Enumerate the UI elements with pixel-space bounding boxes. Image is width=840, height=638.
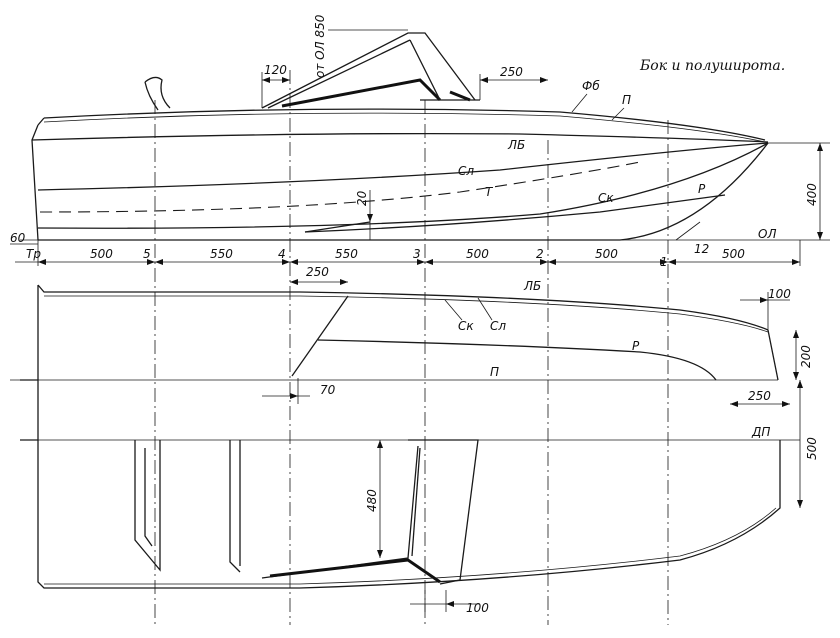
station-tr: Тр (26, 247, 41, 261)
dim-70: 70 (320, 383, 336, 397)
station-4: 4 (278, 247, 286, 261)
dim-60: 60 (10, 231, 26, 245)
station-3: 3 (413, 247, 421, 261)
dim-20: 20 (355, 190, 369, 206)
dim-100-plan-top: 100 (768, 287, 791, 301)
label-p-side: П (622, 93, 631, 107)
plan-dimensions (262, 279, 803, 612)
label-p-plan: П (490, 365, 499, 379)
dim-spacing-1: 550 (210, 247, 233, 261)
label-ol: ОЛ (758, 227, 776, 241)
label-dp: ДП (751, 425, 770, 439)
plan-view (10, 284, 800, 589)
label-sk-side: Ск (598, 191, 614, 205)
dim-spacing-0: 500 (90, 247, 113, 261)
label-sk-plan: Ск (458, 319, 474, 333)
station-1: 1 (660, 255, 668, 269)
label-sl-side: Сл (458, 164, 474, 178)
side-dimensions (10, 29, 830, 266)
label-lb-plan: ЛБ (523, 279, 541, 293)
label-sl-plan: Сл (490, 319, 506, 333)
dim-480: 480 (365, 489, 379, 512)
station-5: 5 (143, 247, 151, 261)
dim-500-plan: 500 (805, 437, 819, 460)
side-view (31, 32, 769, 241)
dim-250-plan-left: 250 (306, 265, 329, 279)
dim-120: 120 (264, 63, 287, 77)
dim-spacing-4: 500 (595, 247, 618, 261)
station-grid (154, 70, 669, 625)
dim-12: 12 (694, 242, 709, 256)
dim-200: 200 (799, 345, 813, 368)
label-r-plan: Р (632, 339, 640, 353)
dim-spacing-2: 550 (335, 247, 358, 261)
label-pb: Фб (582, 79, 600, 93)
dim-spacing-3: 500 (466, 247, 489, 261)
dim-250-top: 250 (500, 65, 523, 79)
dim-400: 400 (805, 183, 819, 206)
station-2: 2 (536, 247, 544, 261)
drawing-title: Бок и полуширота. (639, 58, 785, 74)
dim-100-plan-bottom: 100 (466, 601, 489, 615)
dim-spacing-5: 500 (722, 247, 745, 261)
label-t: Т (485, 185, 494, 199)
label-r-side: Р (698, 182, 706, 196)
label-lb-side: ЛБ (507, 138, 525, 152)
dim-250-plan-right: 250 (748, 389, 771, 403)
dim-ol-850: от ОЛ 850 (313, 14, 327, 78)
